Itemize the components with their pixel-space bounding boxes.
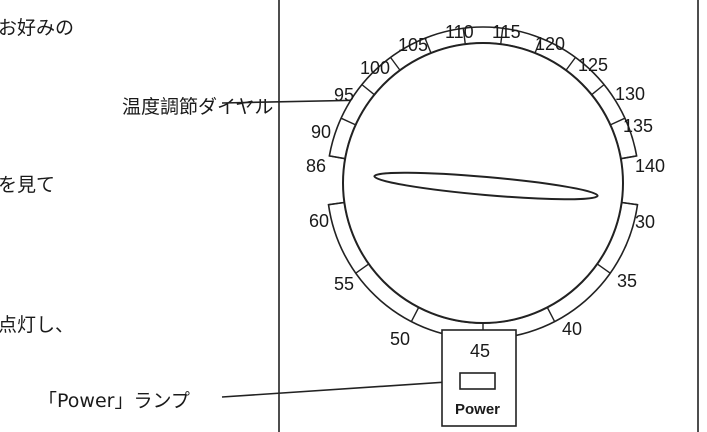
upper-tick-7 — [534, 37, 542, 54]
dial-pointer — [373, 171, 599, 201]
scale-label-45: 45 — [470, 341, 490, 361]
lower-tick-4 — [410, 307, 420, 322]
upper-tick-1 — [340, 117, 356, 126]
lower-tick-2 — [546, 307, 556, 322]
power-lamp — [459, 372, 496, 390]
scale-label-86: 86 — [306, 156, 326, 176]
upper-tick-6 — [500, 28, 504, 45]
lower-tick-0 — [621, 201, 638, 206]
scale-label-120: 120 — [535, 34, 565, 54]
upper-tick-8 — [565, 56, 577, 71]
lower-tick-1 — [596, 263, 611, 274]
upper-tick-4 — [424, 37, 432, 54]
instruction-fragment-1: お好みの — [0, 17, 75, 39]
scale-label-105: 105 — [398, 35, 428, 55]
upper-tick-3 — [389, 56, 401, 71]
scale-label-140: 140 — [635, 156, 665, 176]
scale-label-50: 50 — [390, 329, 410, 349]
scale-label-125: 125 — [578, 55, 608, 75]
scale-label-95: 95 — [334, 85, 354, 105]
scale-label-90: 90 — [311, 122, 331, 142]
scale-label-100: 100 — [360, 58, 390, 78]
scale-label-135: 135 — [623, 116, 653, 136]
scale-label-130: 130 — [615, 84, 645, 104]
scale-label-55: 55 — [334, 274, 354, 294]
scale-label-60: 60 — [309, 211, 329, 231]
upper-tick-5 — [462, 28, 466, 45]
instruction-fragment-3: 点灯し、 — [0, 314, 75, 336]
power-lamp-callout: 「Power」ランプ — [38, 390, 190, 412]
instruction-fragment-2: を見て — [0, 174, 56, 196]
lamp-leader-line — [221, 380, 463, 398]
temperature-dial-callout: 温度調節ダイヤル — [122, 96, 274, 118]
scale-label-40: 40 — [562, 319, 582, 339]
power-text: Power — [455, 401, 500, 418]
upper-tick-2 — [361, 84, 375, 96]
upper-tick-10 — [610, 117, 626, 126]
lower-tick-5 — [355, 263, 370, 274]
upper-tick-11 — [620, 155, 637, 160]
scale-label-115: 115 — [492, 22, 521, 42]
scale-label-110: 110 — [445, 22, 474, 42]
power-housing — [441, 329, 517, 427]
upper-tick-0 — [329, 155, 346, 160]
scale-label-30: 30 — [635, 212, 655, 232]
upper-tick-9 — [591, 84, 605, 96]
lower-tick-6 — [328, 201, 345, 206]
scale-label-35: 35 — [617, 271, 637, 291]
dial-scale-labels: 86 90 95 100 105 110 115 120 125 130 135… — [306, 22, 665, 361]
